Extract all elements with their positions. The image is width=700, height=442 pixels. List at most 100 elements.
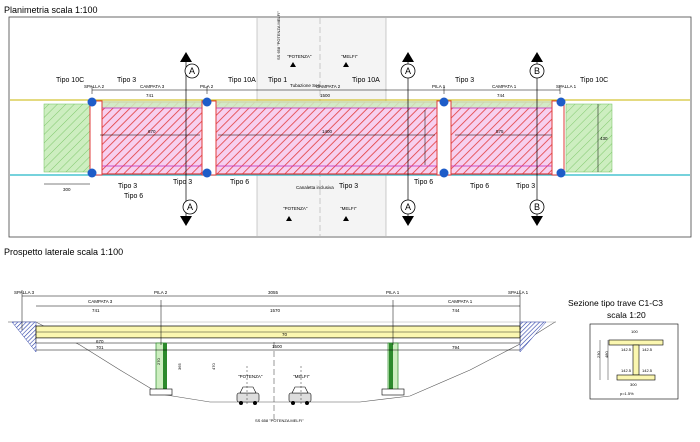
- plan-deck-cap: [92, 101, 560, 108]
- section-dim-w4: 142.5: [642, 368, 653, 373]
- section-flange: [616, 374, 656, 381]
- label-potenza-elev: "POTENZA": [238, 374, 263, 379]
- dim-575: 575: [496, 129, 504, 134]
- plan-view: A A A A B: [8, 11, 692, 238]
- plan-title: Planimetria scala 1:100: [4, 5, 98, 15]
- svg-text:A: A: [189, 66, 195, 76]
- dim-794: 794: [452, 345, 460, 350]
- label-spalla3: SPALLA 3: [14, 290, 35, 295]
- label-melfi-elev: "MELFI": [293, 374, 310, 379]
- section-slab: [608, 339, 664, 346]
- label-campata3-elev: CAMPATA 3: [88, 299, 113, 304]
- label-tipo10a-a: Tipo 10A: [228, 77, 256, 84]
- dim-430: 430: [600, 136, 608, 141]
- label-melfi-bottom: "MELFI": [340, 206, 357, 211]
- section-mark-b-top: B: [529, 52, 545, 79]
- label-tipo3-e: Tipo 3: [339, 183, 358, 190]
- plan-section-marks: A A A A B: [180, 52, 545, 226]
- plan-bearings: [87, 97, 566, 178]
- dim-1500: 1500: [320, 93, 331, 98]
- label-canaletta: Canaletta inclusiva: [296, 185, 334, 190]
- label-tipo3-b: Tipo 3: [455, 77, 474, 84]
- label-tipo10c-right: Tipo 10C: [580, 77, 608, 84]
- section-mark-a-bottom: A: [180, 199, 198, 226]
- label-potenza-bottom: "POTENZA": [283, 206, 308, 211]
- section-dim-base: 300: [630, 382, 637, 387]
- label-tipo3-d: Tipo 3: [173, 179, 192, 186]
- car-icon: [288, 386, 312, 405]
- plan-deck: [91, 101, 561, 175]
- label-tubazione: Tubazione Sea: [290, 83, 321, 88]
- svg-text:A: A: [405, 66, 411, 76]
- section-slope: p=1.5%: [620, 391, 634, 396]
- label-pila2-elev: PILA 2: [154, 290, 168, 295]
- label-melfi-top: "MELFI": [341, 54, 358, 59]
- dim-365: 365: [177, 363, 182, 370]
- label-campata2: CAMPATA 2: [316, 84, 341, 89]
- svg-text:B: B: [534, 66, 540, 76]
- dim-470: 470: [211, 363, 216, 370]
- dim-741: 741: [146, 93, 154, 98]
- label-spalla2: SPALLA 2: [84, 84, 105, 89]
- abutment-left: [11, 321, 37, 353]
- plan-frame: [8, 16, 692, 238]
- dim-70: 70: [282, 332, 288, 337]
- dim-300: 300: [63, 187, 71, 192]
- plan-dimensions: [44, 86, 599, 185]
- label-road-top: SS 658 "POTENZA MELFI": [276, 11, 281, 60]
- section-scale: scala 1:20: [607, 310, 646, 320]
- svg-text:A: A: [187, 202, 193, 212]
- section-dim-w1: 142.5: [621, 347, 632, 352]
- svg-text:A: A: [405, 202, 411, 212]
- section-dim-side2: 480: [604, 351, 609, 358]
- label-road-elev: SS 658 "POTENZA MELFI": [255, 418, 304, 423]
- dim-3055: 3055: [268, 290, 279, 295]
- elevation-view: SPALLA 3 SPALLA 1 PILA 2 PILA 1 3055 CAM…: [8, 290, 556, 423]
- label-campata3: CAMPATA 3: [140, 84, 165, 89]
- label-pila1: PILA 1: [432, 84, 446, 89]
- plan-pier-2: [201, 100, 217, 176]
- label-potenza-top: "POTENZA": [287, 54, 312, 59]
- elevation-title: Prospetto laterale scala 1:100: [4, 247, 124, 257]
- label-tipo10c-left: Tipo 10C: [56, 77, 84, 84]
- dim-670-elev: 670: [96, 339, 104, 344]
- section-mark-b-bottom: B: [529, 199, 545, 226]
- label-spalla1: SPALLA 1: [556, 84, 577, 89]
- section-dim-w3: 142.5: [621, 368, 632, 373]
- dim-670: 670: [148, 129, 156, 134]
- label-tipo3-f: Tipo 3: [516, 183, 535, 190]
- dim-1570: 1570: [270, 308, 281, 313]
- section-title: Sezione tipo trave C1-C3: [568, 298, 663, 308]
- dim-701: 701: [96, 345, 104, 350]
- dim-1400: 1400: [322, 129, 333, 134]
- elevation-cars: [236, 386, 312, 405]
- svg-text:B: B: [534, 202, 540, 212]
- label-tipo10a-b: Tipo 10A: [352, 77, 380, 84]
- dim-741-elev: 741: [92, 308, 100, 313]
- plan-approach-right: [565, 103, 613, 173]
- label-tipo6-d: Tipo 6: [470, 183, 489, 190]
- label-tipo6-b: Tipo 6: [124, 193, 143, 200]
- label-spalla1-elev: SPALLA 1: [508, 290, 529, 295]
- label-campata1: CAMPATA 1: [492, 84, 517, 89]
- dim-1500-elev: 1500: [272, 344, 283, 349]
- elevation-dimensions: [21, 290, 521, 351]
- section-detail: Sezione tipo trave C1-C3 scala 1:20 142.…: [568, 298, 679, 400]
- label-pila1-elev: PILA 1: [386, 290, 400, 295]
- label-tipo6-c: Tipo 6: [414, 179, 433, 186]
- label-pila2: PILA 2: [200, 84, 214, 89]
- section-mark-a-top: A: [180, 52, 200, 79]
- car-icon: [236, 386, 260, 405]
- label-campata1-elev: CAMPATA 1: [448, 299, 473, 304]
- plan-pier-1: [436, 100, 452, 176]
- abutment-right: [519, 321, 547, 353]
- section-dim-h: 100: [631, 329, 638, 334]
- label-tipo3-c: Tipo 3: [118, 183, 137, 190]
- label-tipo6-a: Tipo 6: [230, 179, 249, 186]
- section-dim-w2: 142.5: [642, 347, 653, 352]
- section-dim-side1: 230: [596, 351, 601, 358]
- label-tipo3-a: Tipo 3: [117, 77, 136, 84]
- section-mark-a2-top: A: [400, 52, 416, 79]
- dim-270: 270: [156, 358, 161, 365]
